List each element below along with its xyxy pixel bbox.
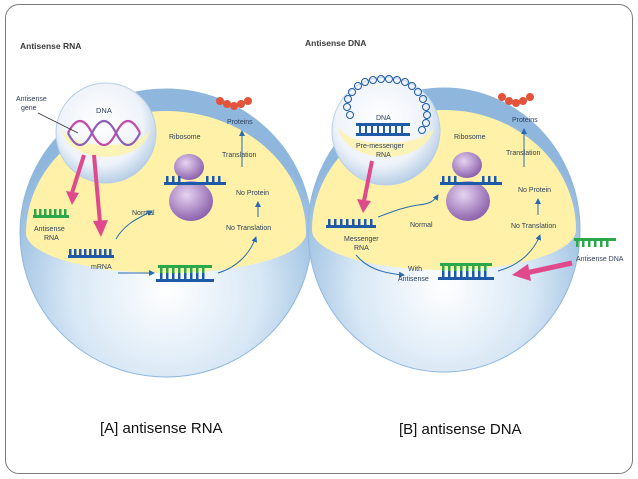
panel-b-pre-messenger-label-1: Pre-messenger [356, 143, 405, 150]
panel-a-no-translation-label: No Translation [226, 225, 271, 232]
panel-b-arrow-to-messenger [362, 160, 374, 202]
panel-b-duplex [438, 263, 494, 280]
antisense-diagram: Antisense RNA DNA Antisense gene Antisen… [16, 38, 624, 438]
panel-b-with-antisense-label-1: With [408, 266, 422, 273]
panel-a-dna-label: DNA [96, 106, 112, 115]
panel-a-title: Antisense RNA [20, 41, 81, 51]
panel-b-ribosome-label: Ribosome [454, 134, 486, 141]
panel-b-proteins [498, 93, 534, 107]
panel-a-gene-pointer [37, 112, 79, 134]
panel-a-mrna-strand [68, 249, 114, 258]
panel-a-mrna-label: mRNA [91, 264, 112, 271]
panel-b-messenger-rna-label-1: Messenger [344, 236, 379, 243]
panel-a-arrow-to-antisense [70, 154, 86, 194]
panel-a-antisense-gene-label-2: gene [21, 105, 37, 112]
panel-a-no-protein-label: No Protein [236, 190, 269, 197]
panel-b-translation-label: Translation [506, 150, 540, 157]
panel-a-normal-arrow [115, 210, 153, 240]
panel-a-antisense-rna-label-1: Antisense [34, 226, 65, 233]
panel-b-ribosome [440, 152, 502, 221]
panel-b-title: Antisense DNA [305, 38, 366, 48]
panel-a-dna-helix [67, 119, 141, 147]
panel-a-translation-label: Translation [222, 152, 256, 159]
panel-a-duplex [156, 265, 214, 282]
panel-b-messenger-rna-label-2: RNA [354, 245, 369, 252]
panel-b-antisense-dna-strand [574, 238, 616, 247]
panel-b-duplex-arrow [497, 234, 542, 272]
panel-b-antisense-dna-label: Antisense DNA [576, 256, 624, 263]
panel-b-normal-arrow [377, 194, 439, 218]
panel-a-nucleus [55, 82, 157, 184]
panel-a-duplex-arrow [217, 236, 258, 274]
panel-b-caption: [B] antisense DNA [399, 421, 522, 438]
panel-b-messenger-rna-strand [326, 219, 376, 228]
slide-frame: Antisense RNA DNA Antisense gene Antisen… [5, 4, 633, 474]
panel-b-dna-loop [343, 75, 431, 134]
panel-a-caption: [A] antisense RNA [100, 420, 223, 437]
panel-a-proteins-label: Proteins [227, 119, 253, 126]
panel-b-normal-label: Normal [410, 222, 433, 229]
panel-a-ribosome-label: Ribosome [169, 134, 201, 141]
panel-b-nucleus [331, 76, 441, 186]
panel-a-antisense-rna-strand [33, 209, 69, 218]
panel-b-proteins-label: Proteins [512, 117, 538, 124]
panel-b-dna-label: DNA [376, 115, 391, 122]
panel-b-no-translation-label: No Translation [511, 223, 556, 230]
panel-a-proteins [216, 97, 252, 110]
panel-a-normal-label: Normal [132, 210, 155, 217]
panel-a-ribosome [164, 154, 226, 221]
panel-b-no-protein-label: No Protein [518, 187, 551, 194]
panel-a-arrow-to-mrna [92, 154, 102, 224]
panel-b-with-antisense-label-2: Antisense [398, 276, 429, 283]
panel-b-pre-messenger-label-2: RNA [376, 152, 391, 159]
panel-b-dna-strand [356, 123, 410, 136]
panel-b-arrow-with-antisense [355, 254, 405, 278]
panel-a-antisense-rna-label-2: RNA [44, 235, 59, 242]
panel-b-antisense-entry-arrow [525, 260, 573, 276]
panel-a-antisense-gene-label-1: Antisense [16, 96, 47, 103]
